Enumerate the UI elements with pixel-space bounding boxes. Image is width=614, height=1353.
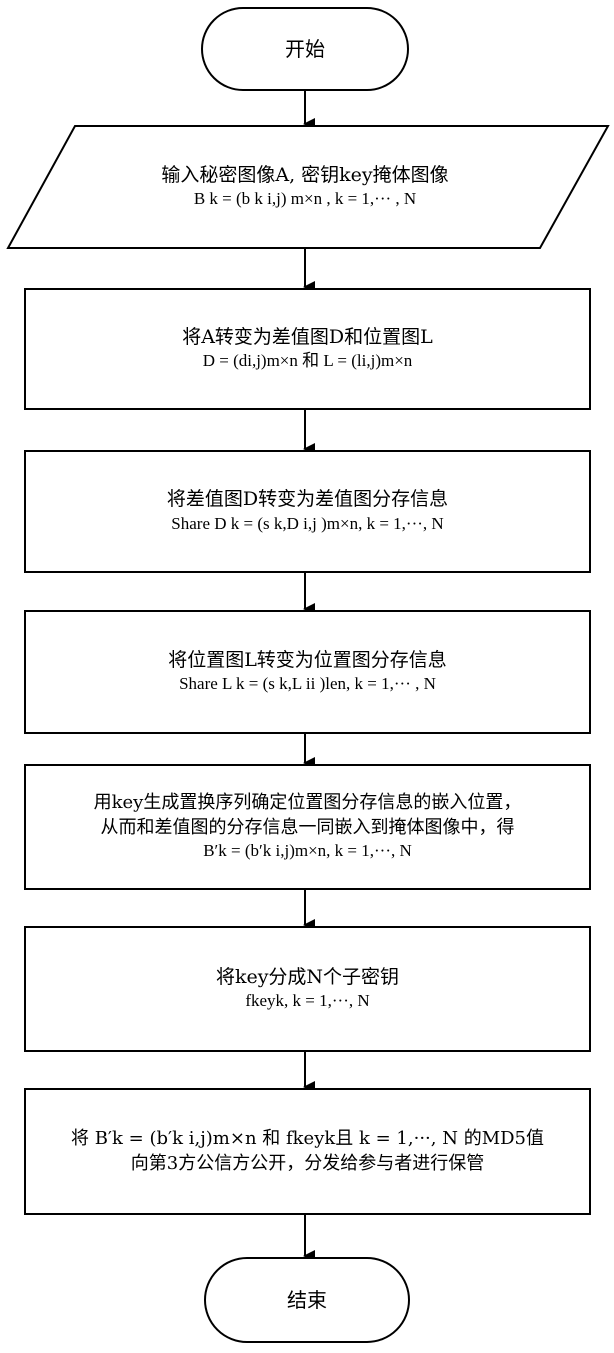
step4-line1: 用key生成置换序列确定位置图分存信息的嵌入位置， [94,791,522,815]
step2-line1: 将差值图D转变为差值图分存信息 [167,487,448,513]
step3-line1: 将位置图L转变为位置图分存信息 [168,648,447,674]
end-terminal: 结束 [205,1258,409,1342]
step2-box: 将差值图D转变为差值图分存信息 Share D k = (s k,D i,j )… [30,457,585,566]
step2-line2: Share D k = (s k,D i,j )m×n, k = 1,···, … [171,513,443,536]
step1-line1: 将A转变为差值图D和位置图L [182,325,433,351]
step6-line2: 向第3方公信方公开，分发给参与者进行保管 [131,1152,484,1176]
step3-line2: Share L k = (s k,L ii )len, k = 1,··· , … [179,673,436,696]
input-parallelogram: 输入秘密图像A, 密钥key掩体图像 B k = (b k i,j) m×n ,… [75,140,535,234]
step4-line2: 从而和差值图的分存信息一同嵌入到掩体图像中，得 [101,816,515,840]
input-line1: 输入秘密图像A, 密钥key掩体图像 [161,163,448,189]
step5-line2: fkeyk, k = 1,···, N [245,990,369,1013]
step5-line1: 将key分成N个子密钥 [216,965,399,991]
input-line2: B k = (b k i,j) m×n , k = 1,··· , N [194,188,416,211]
step1-box: 将A转变为差值图D和位置图L D = (di,j)m×n 和 L = (li,j… [30,295,585,403]
step4-box: 用key生成置换序列确定位置图分存信息的嵌入位置， 从而和差值图的分存信息一同嵌… [30,771,585,883]
step5-box: 将key分成N个子密钥 fkeyk, k = 1,···, N [30,933,585,1045]
start-label: 开始 [285,36,325,63]
step1-line2: D = (di,j)m×n 和 L = (li,j)m×n [203,350,413,373]
step6-box: 将 B′k = (b′k i,j)m×n 和 fkeyk且 k = 1,···,… [30,1095,585,1208]
end-label: 结束 [287,1287,327,1314]
start-terminal: 开始 [202,8,408,90]
step3-box: 将位置图L转变为位置图分存信息 Share L k = (s k,L ii )l… [30,617,585,727]
step4-line3: B′k = (b′k i,j)m×n, k = 1,···, N [203,840,412,863]
step6-line1: 将 B′k = (b′k i,j)m×n 和 fkeyk且 k = 1,···,… [71,1127,544,1151]
